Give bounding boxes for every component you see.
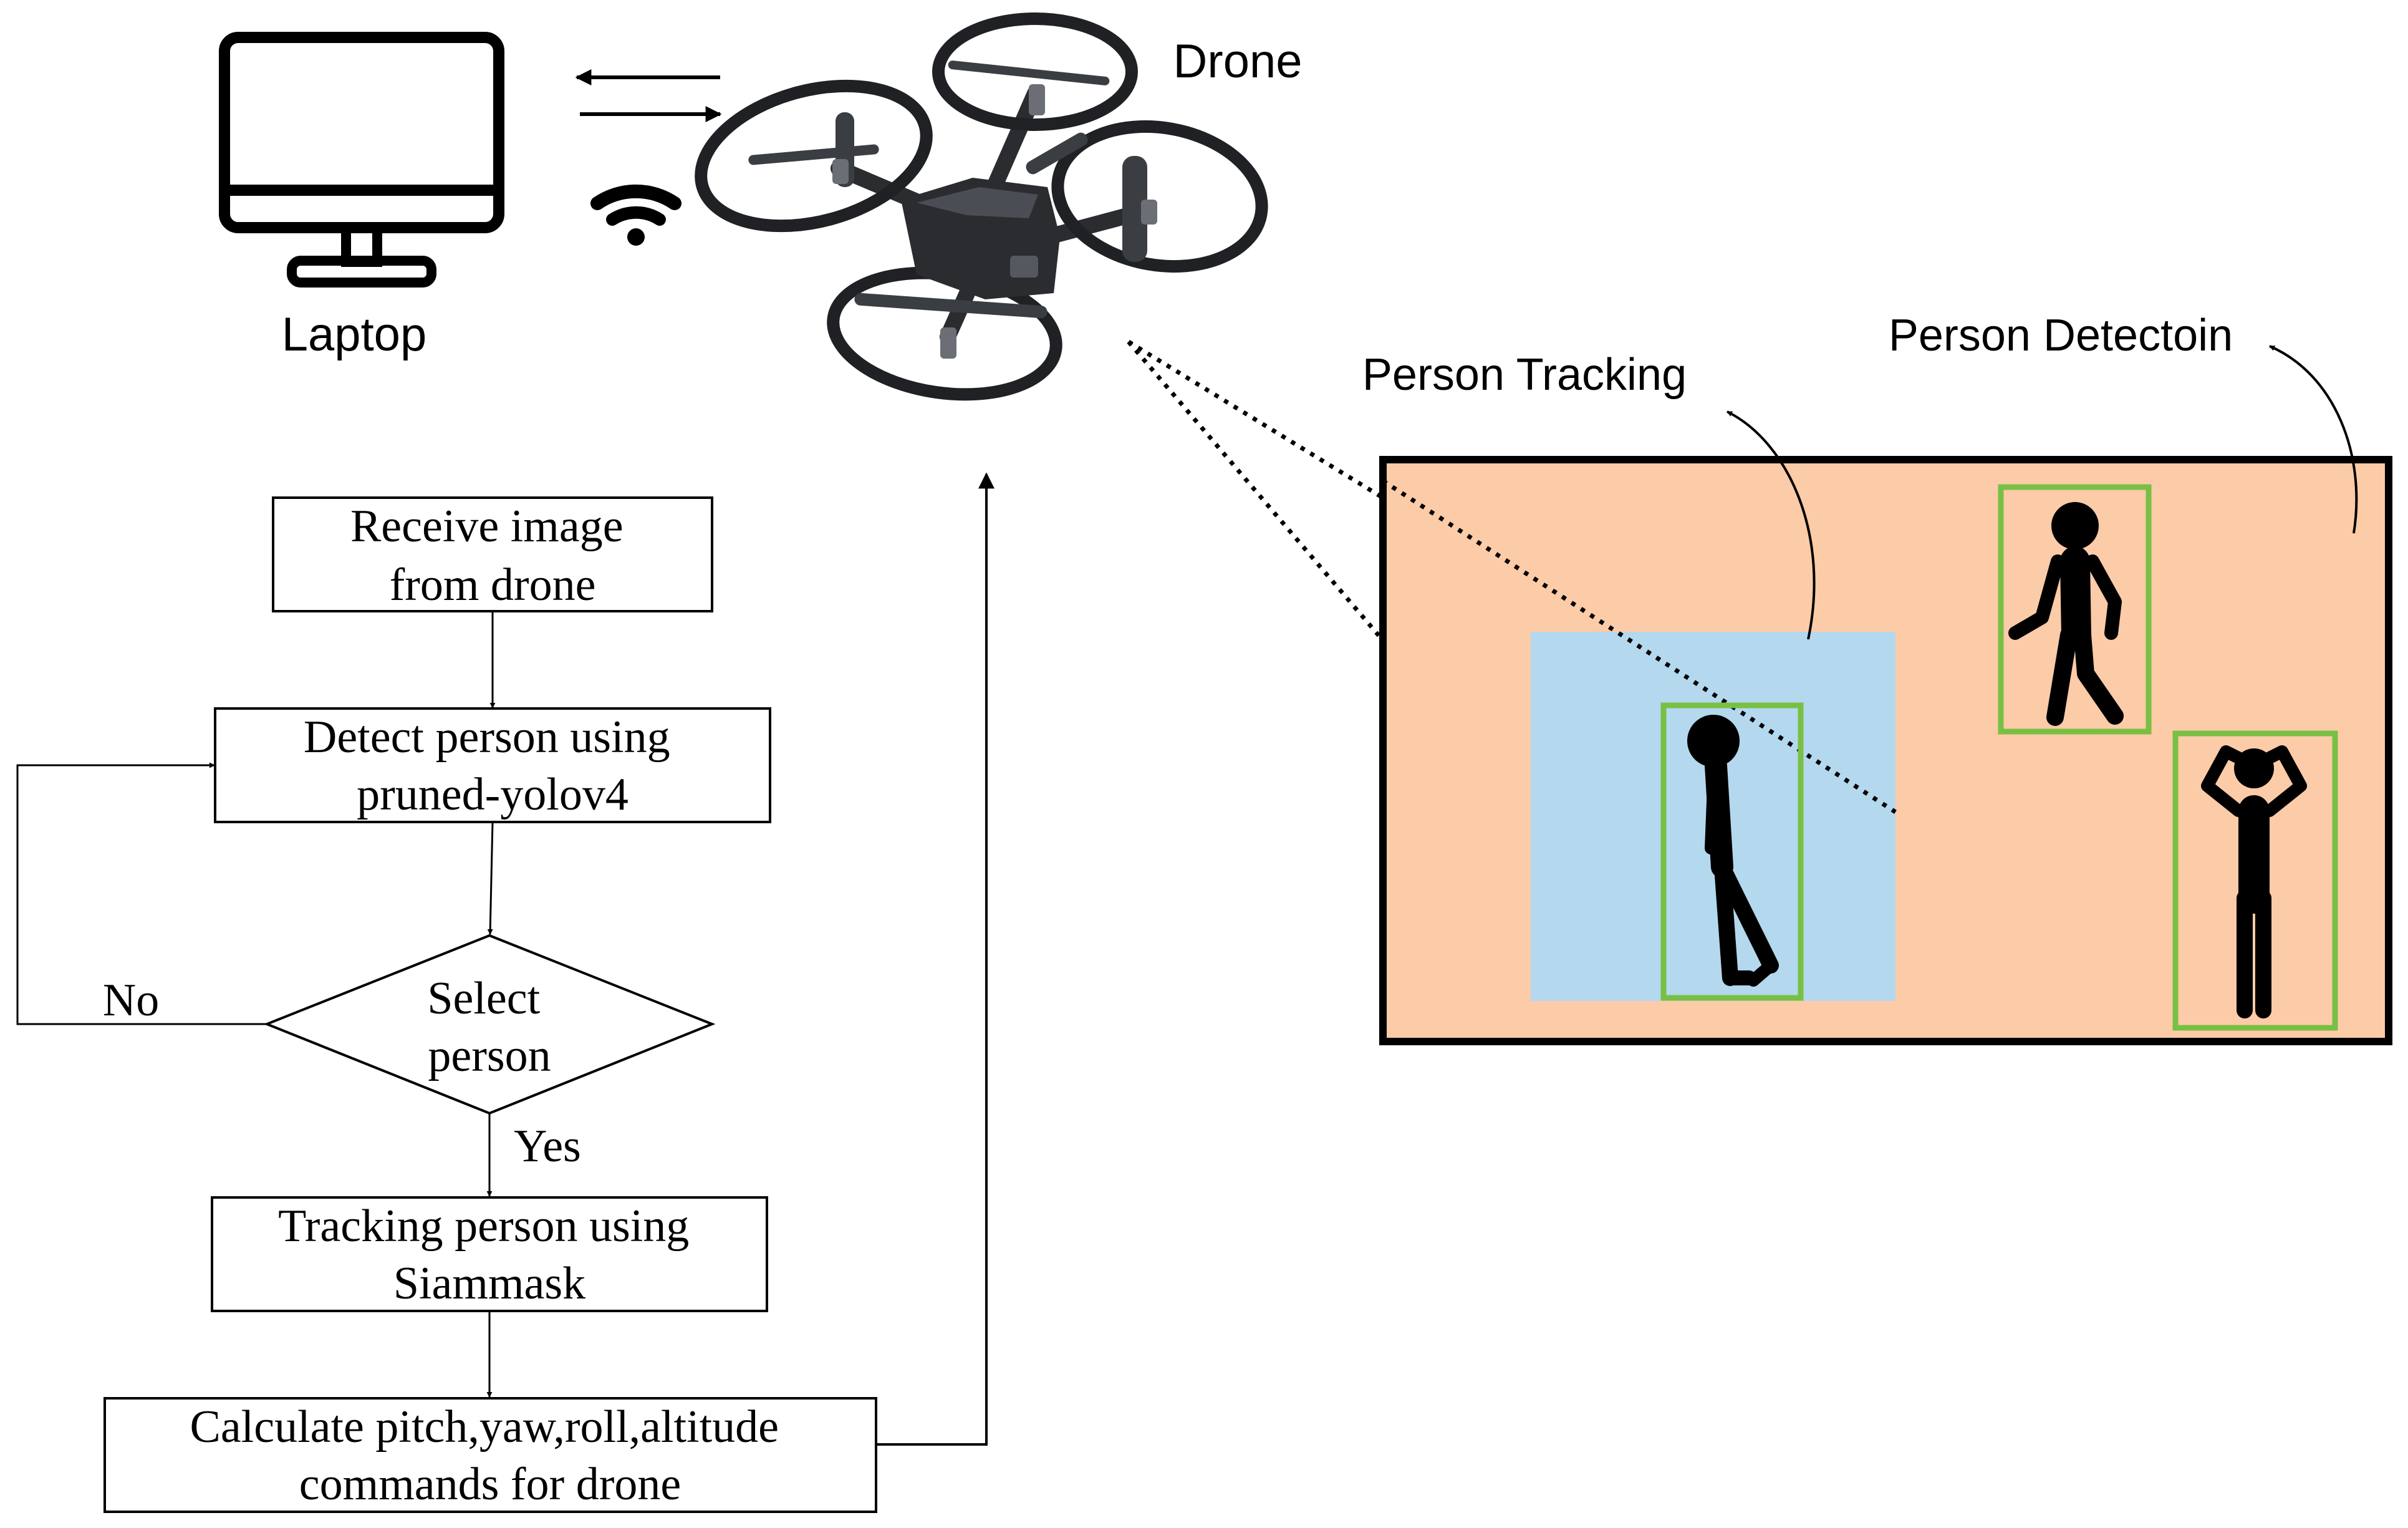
step-detect-person-line1: Detect person using (304, 712, 670, 763)
step-receive-image-line1: Receive image (350, 501, 624, 552)
step-tracking-person-box (211, 1196, 768, 1312)
standing-person-bounding-box (2172, 730, 2338, 1031)
step-tracking-line1: Tracking person using (278, 1201, 689, 1252)
communication-arrows (575, 69, 722, 122)
monitor-icon (219, 32, 504, 288)
flow-no-loop (16, 762, 267, 1025)
person-tracking-label: Person Tracking (1362, 350, 1687, 400)
drone-icon (695, 12, 1268, 401)
decision-select-person-text: Select person (427, 973, 551, 1081)
step-tracking-person-text: Tracking person using Siammask (278, 1201, 701, 1309)
person-detection-pointer (2269, 345, 2358, 534)
tracked-person-bounding-box (1660, 702, 1804, 1001)
drone-label: Drone (1173, 35, 1303, 88)
walking-person-bounding-box (1998, 484, 2152, 735)
flow-feedback-to-drone (876, 472, 995, 1446)
step-calculate-commands-box (104, 1397, 877, 1513)
step-receive-image-line2: from drone (390, 559, 596, 611)
step-tracking-line2: Siammask (393, 1258, 585, 1309)
no-label: No (103, 975, 159, 1026)
standing-person-figure (2201, 745, 2307, 1018)
decision-line2: person (428, 1030, 551, 1081)
scene-panel (1379, 456, 2392, 1045)
step-receive-image-box (272, 496, 713, 612)
decision-select-person (263, 934, 716, 1115)
person-tracking-pointer (1727, 410, 1816, 640)
decision-line1: Select (427, 973, 540, 1024)
step-calculate-commands-text: Calculate pitch,yaw,roll,altitude comman… (190, 1401, 790, 1510)
walking-person-figure (2008, 502, 2124, 726)
yes-label: Yes (514, 1121, 581, 1172)
person-detection-label: Person Detectoin (1889, 311, 2233, 360)
flowchart: Receive image from drone Detect person u… (16, 472, 995, 1513)
step-detect-person-line2: pruned-yolov4 (357, 769, 628, 820)
wifi-icon (590, 184, 681, 246)
laptop-label: Laptop (282, 308, 426, 361)
step-receive-image-text: Receive image from drone (350, 501, 635, 611)
step-detect-person-text: Detect person using pruned-yolov4 (304, 712, 681, 820)
step-calculate-line2: commands for drone (299, 1459, 681, 1510)
flow-arrow-2 (487, 821, 494, 935)
tracked-person-figure (1687, 715, 1779, 987)
step-calculate-line1: Calculate pitch,yaw,roll,altitude (190, 1401, 779, 1453)
